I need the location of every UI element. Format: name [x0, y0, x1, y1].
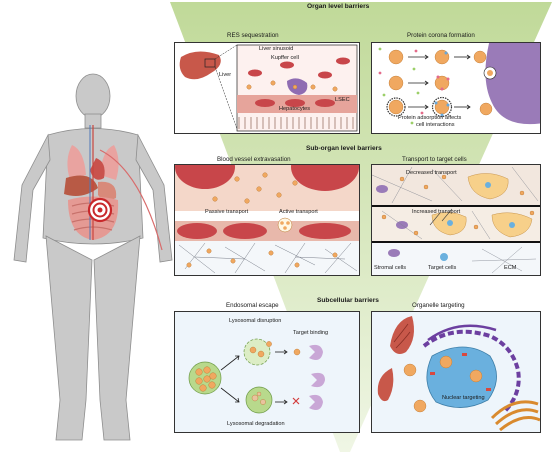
- ecm-label: ECM: [504, 265, 517, 271]
- subcellular-title: Subcellular barriers: [317, 297, 379, 304]
- organelle-panel-title: Organelle targeting: [412, 302, 465, 309]
- injection-route: [99, 149, 163, 251]
- increased-transport-label: Increased transport: [412, 209, 461, 215]
- liver-icon: [179, 51, 221, 80]
- corona-caption-1: Protein adsorption affects: [398, 115, 462, 121]
- transcytosis-vesicle: [277, 217, 293, 233]
- lysosomal-disruption-label: Lysosomal disruption: [229, 318, 282, 324]
- hepatocytes-label: Hepatocytes: [279, 106, 311, 112]
- corona-panel-title: Protein corona formation: [407, 32, 475, 39]
- target-cells-label: Target cells: [428, 265, 457, 271]
- nuclear-targeting-label: Nuclear targeting: [442, 395, 485, 401]
- human-body-figure: [13, 73, 173, 441]
- organelle-panel: Nuclear targeting: [371, 311, 541, 433]
- stromal-cells-label: Stromal cells: [374, 265, 407, 271]
- endoplasmic-reticulum: [422, 329, 521, 414]
- degradation-x-icon: [292, 397, 300, 405]
- kupffer-cell-label: Kupffer cell: [271, 55, 299, 61]
- organ-level-title: Organ level barriers: [307, 3, 370, 10]
- res-panel: Liver Liver sinusoid Kupffer cell LSEC H…: [174, 42, 360, 134]
- transport-panel-title: Transport to target cells: [402, 156, 467, 163]
- corona-panel: Protein adsorption affects cell interact…: [371, 42, 541, 134]
- target-receptor: [309, 344, 323, 360]
- transport-panel: Decreased transport Increased transport …: [371, 164, 541, 276]
- lysosomal-degradation-label: Lysosomal degradation: [227, 421, 285, 427]
- vessel-panel-title: Blood vessel extravasation: [217, 156, 291, 163]
- liver-sinusoid-label: Liver sinusoid: [259, 46, 294, 52]
- suborgan-level-title: Sub-organ level barriers: [306, 145, 382, 152]
- endosomal-panel: Lysosomal disruption Target binding Lyso…: [174, 311, 360, 433]
- res-panel-title: RES sequestration: [227, 32, 279, 39]
- decreased-transport-label: Decreased transport: [406, 170, 457, 176]
- active-transport-label: Active transport: [279, 209, 318, 215]
- target-cell: [485, 43, 540, 125]
- corona-caption-2: cell interactions: [416, 122, 455, 128]
- vessel-panel: Passive transport Active transport: [174, 164, 360, 276]
- liver-label: Liver: [219, 72, 232, 78]
- tumor-target-icon: [87, 197, 113, 223]
- lsec-label: LSEC: [335, 97, 350, 103]
- target-binding-label: Target binding: [293, 330, 329, 336]
- endosomal-panel-title: Endosomal escape: [226, 302, 279, 309]
- passive-transport-label: Passive transport: [205, 209, 249, 215]
